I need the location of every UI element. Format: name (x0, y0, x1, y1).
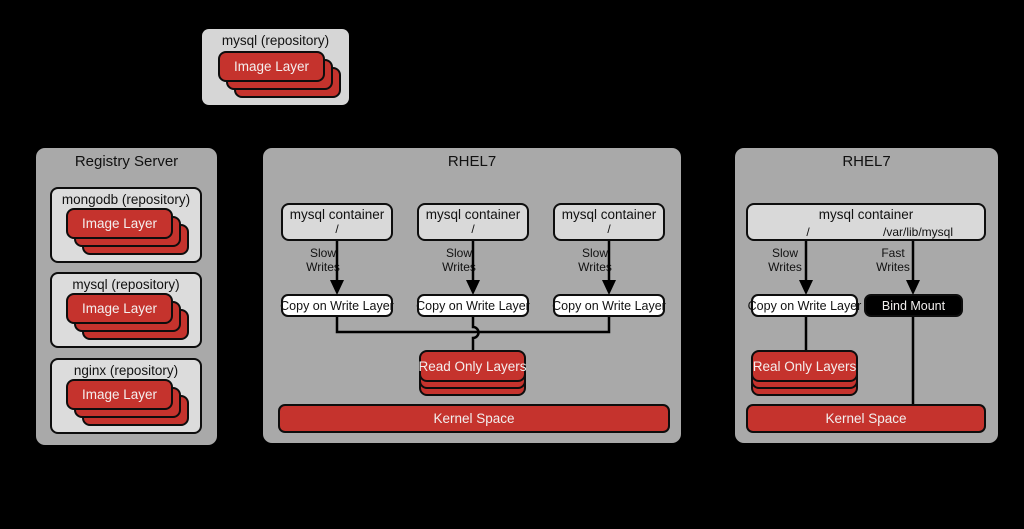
image-layer-label: Image Layer (233, 59, 310, 74)
kernel-space-bar: Kernel Space (278, 404, 670, 433)
read-only-layers-label: Read Only Layers (418, 358, 527, 374)
root-mount-label: / (806, 225, 810, 239)
mysql-container-box-2: mysql container / (417, 203, 529, 241)
image-layer-card: Image Layer (66, 379, 173, 410)
read-only-layers-label: Real Only Layers (752, 358, 857, 374)
read-only-layers-stack: Real Only Layers (751, 350, 858, 396)
repository-title: mysql (repository) (221, 33, 330, 48)
slow-writes-label-1: Slow Writes (306, 246, 340, 275)
copy-on-write-layer-box-3: Copy on Write Layer (552, 294, 666, 317)
mysql-repository-box: mysql (repository) Image Layer (50, 272, 202, 348)
mysql-container-box-1: mysql container / (281, 203, 393, 241)
image-layer-label: Image Layer (81, 216, 158, 231)
container-title: mysql container (289, 207, 385, 222)
container-title: mysql container (561, 207, 657, 222)
top-mysql-repository-box: mysql (repository) Image Layer (202, 29, 349, 105)
copy-on-write-label: Copy on Write Layer (747, 298, 862, 313)
container-title: mysql container (425, 207, 521, 222)
copy-on-write-label: Copy on Write Layer (552, 298, 666, 313)
repository-title: mysql (repository) (72, 277, 180, 292)
repository-title: mongodb (repository) (61, 192, 191, 207)
rhel7-bindmount-panel: RHEL7 mysql container / /var/lib/mysql S… (735, 148, 998, 443)
container-mount: / (335, 222, 339, 236)
kernel-space-label: Kernel Space (433, 411, 515, 426)
kernel-space-label: Kernel Space (825, 411, 907, 426)
copy-on-write-layer-box-2: Copy on Write Layer (416, 294, 530, 317)
image-layer-card: Image Layer (66, 293, 173, 324)
read-only-card: Real Only Layers (751, 350, 858, 382)
copy-on-write-label: Copy on Write Layer (416, 298, 530, 313)
mongodb-repository-box: mongodb (repository) Image Layer (50, 187, 202, 263)
copy-on-write-label: Copy on Write Layer (280, 298, 394, 313)
kernel-space-bar: Kernel Space (746, 404, 986, 433)
image-layer-label: Image Layer (81, 301, 158, 316)
rhel7-title: RHEL7 (842, 153, 891, 170)
registry-server-title: Registry Server (74, 153, 179, 170)
image-layer-label: Image Layer (81, 387, 158, 402)
container-mount: / (607, 222, 611, 236)
data-mount-label: /var/lib/mysql (882, 225, 953, 239)
image-layer-card: Image Layer (218, 51, 325, 82)
image-layer-card: Image Layer (66, 208, 173, 239)
copy-on-write-layer-box: Copy on Write Layer (748, 294, 861, 317)
rhel7-cow-panel: RHEL7 mysql container / mysql container … (263, 148, 681, 443)
mysql-container-box-3: mysql container / (553, 203, 665, 241)
read-only-layers-stack: Read Only Layers (418, 350, 527, 396)
copy-on-write-layer-box-1: Copy on Write Layer (280, 294, 394, 317)
slow-writes-label-2: Slow Writes (442, 246, 476, 275)
registry-server-panel: Registry Server mongodb (repository) Ima… (36, 148, 217, 445)
slow-writes-label-3: Slow Writes (578, 246, 612, 275)
repository-title: nginx (repository) (73, 363, 179, 378)
rhel7-title: RHEL7 (447, 153, 497, 170)
bind-mount-label: Bind Mount (881, 298, 946, 313)
container-mount: / (471, 222, 475, 236)
slow-writes-label: Slow Writes (768, 246, 802, 275)
container-title: mysql container (818, 207, 914, 222)
bind-mount-box: Bind Mount (864, 294, 963, 317)
nginx-repository-box: nginx (repository) Image Layer (50, 358, 202, 434)
mysql-container-box: mysql container / /var/lib/mysql (746, 203, 986, 241)
fast-writes-label: Fast Writes (876, 246, 910, 275)
read-only-card: Read Only Layers (418, 350, 527, 382)
